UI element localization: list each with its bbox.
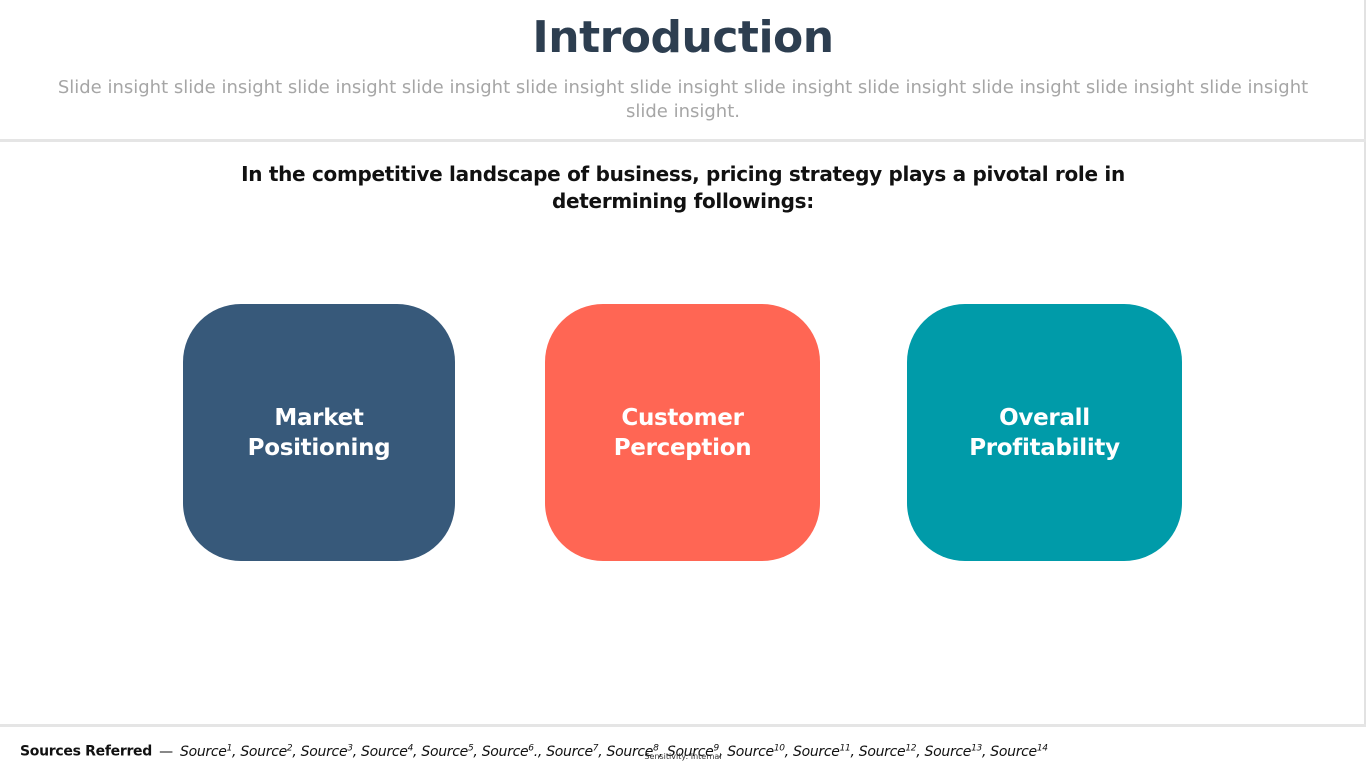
- sources-separator: —: [159, 743, 173, 760]
- source-ref-number: 6: [528, 743, 534, 753]
- source-ref-number: 1: [226, 743, 233, 753]
- card-label: Market Positioning: [247, 404, 391, 461]
- source-ref-delimiter: .,: [533, 743, 547, 760]
- source-ref-delimiter: ,: [916, 743, 925, 760]
- header-divider: [0, 139, 1366, 142]
- source-ref: Source1,: [179, 743, 241, 760]
- source-ref-delimiter: ,: [658, 743, 667, 760]
- source-ref-delimiter: ,: [292, 743, 301, 760]
- source-ref-number: 4: [407, 743, 414, 753]
- right-edge-rule: [1364, 0, 1366, 726]
- source-ref-text: Source: [606, 743, 654, 760]
- source-ref-text: Source: [300, 743, 348, 760]
- source-ref-text: Source: [990, 743, 1037, 760]
- source-ref-text: Source: [727, 743, 774, 760]
- sources-label: Sources Referred: [20, 743, 152, 760]
- source-ref: Source8,: [606, 743, 667, 760]
- source-ref-delimiter: ,: [352, 743, 362, 760]
- source-ref-text: Source: [421, 743, 468, 760]
- source-ref-delimiter: ,: [232, 743, 241, 760]
- source-ref: Source5,: [421, 743, 482, 760]
- source-ref-number: 12: [905, 743, 917, 753]
- source-ref-delimiter: ,: [850, 743, 859, 760]
- card-overall-profitability: Overall Profitability: [907, 304, 1182, 561]
- source-ref-number: 9: [713, 743, 719, 753]
- source-ref: Source14: [990, 743, 1048, 760]
- source-ref-number: 13: [971, 743, 982, 753]
- source-ref-text: Source: [361, 743, 408, 760]
- source-ref-number: 14: [1036, 743, 1048, 753]
- source-ref: Source9,: [666, 743, 728, 760]
- source-ref-number: 10: [773, 743, 785, 753]
- source-ref-text: Source: [792, 743, 840, 760]
- source-ref: Source7,: [546, 743, 607, 760]
- footer-divider: [0, 724, 1366, 727]
- sources-line: Sources Referred — Source1, Source2, Sou…: [20, 739, 1048, 761]
- source-ref-number: 8: [653, 743, 659, 753]
- source-ref-delimiter: ,: [413, 743, 422, 760]
- slide-subtitle: Slide insight slide insight slide insigh…: [57, 77, 1309, 122]
- source-ref: Source13,: [924, 743, 991, 760]
- source-ref-delimiter: ,: [784, 743, 793, 760]
- sensitivity-label: Sensitivity: Internal: [644, 752, 722, 761]
- source-ref-number: 5: [467, 743, 474, 753]
- source-ref-number: 7: [592, 743, 599, 753]
- source-ref: Source2,: [240, 743, 301, 760]
- source-ref-delimiter: ,: [598, 743, 607, 760]
- card-label: Customer Perception: [613, 404, 752, 461]
- source-ref-number: 11: [839, 743, 851, 753]
- source-ref-number: 2: [286, 743, 293, 753]
- source-list: Source1, Source2, Source3, Source4, Sour…: [179, 743, 1048, 760]
- source-ref-delimiter: ,: [473, 743, 482, 760]
- source-ref: Source6.,: [481, 743, 547, 760]
- source-ref-text: Source: [858, 743, 906, 760]
- source-ref-text: Source: [179, 743, 227, 760]
- source-ref-text: Source: [924, 743, 972, 760]
- slide-title: Introduction: [532, 12, 834, 63]
- card-label: Overall Profitability: [969, 404, 1120, 461]
- source-ref-text: Source: [546, 743, 593, 760]
- card-market-positioning: Market Positioning: [183, 304, 455, 561]
- source-ref: Source3,: [300, 743, 362, 760]
- source-ref-number: 3: [347, 743, 353, 753]
- source-ref: Source10,: [727, 743, 793, 760]
- source-ref-text: Source: [481, 743, 529, 760]
- card-customer-perception: Customer Perception: [545, 304, 820, 561]
- source-ref: Source11,: [792, 743, 859, 760]
- source-ref: Source4,: [361, 743, 422, 760]
- source-ref-delimiter: ,: [718, 743, 728, 760]
- lead-statement: In the competitive landscape of business…: [241, 162, 1125, 213]
- source-ref-text: Source: [666, 743, 714, 760]
- source-ref-text: Source: [240, 743, 287, 760]
- source-ref: Source12,: [858, 743, 925, 760]
- source-ref-delimiter: ,: [981, 743, 991, 760]
